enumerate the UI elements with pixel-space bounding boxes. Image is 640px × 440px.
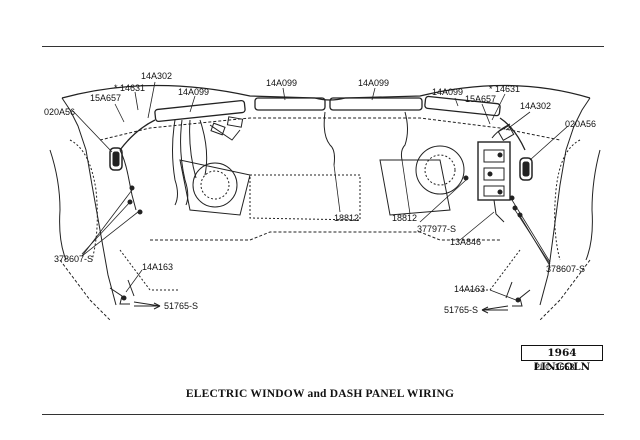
- label-14A099-center-left: 14A099: [266, 78, 297, 88]
- model-badge: 1964 LINCOLN: [521, 345, 603, 373]
- label-15A657-left: 15A657: [90, 93, 121, 103]
- bracket-right: [505, 281, 531, 307]
- label-14A302-left: 14A302: [141, 71, 172, 81]
- label-14A099-center-right: 14A099: [358, 78, 389, 88]
- instrument-panel-outline: [49, 84, 601, 321]
- label-378607-left: 378607-S: [54, 254, 93, 264]
- label-14631-right: * 14631: [489, 84, 520, 94]
- label-020A56-right: 020A56: [565, 119, 596, 129]
- left-branch-wires: [119, 116, 244, 211]
- label-51765-left: 51765-S: [164, 301, 198, 311]
- center-wires: [323, 111, 408, 166]
- label-14A163-left: 14A163: [142, 262, 173, 272]
- label-377977: 377977-S: [417, 224, 456, 234]
- label-18812-right: 18812: [392, 213, 417, 223]
- label-18812-left: 18812: [334, 213, 359, 223]
- arrows-51765: [133, 301, 509, 314]
- top-rule: [42, 46, 604, 47]
- diagram-caption: ELECTRIC WINDOW and DASH PANEL WIRING: [185, 388, 455, 400]
- label-020A56-left: 020A56: [44, 107, 75, 117]
- switch-bezel-right: [519, 157, 533, 181]
- fuse-block: [477, 141, 511, 223]
- label-51765-right: 51765-S: [444, 305, 478, 315]
- connector-right: [491, 123, 515, 142]
- leader-lines: [71, 81, 569, 301]
- bracket-left: [109, 279, 135, 305]
- screws-right: [463, 175, 523, 218]
- label-14A099-left: 14A099: [178, 87, 209, 97]
- label-14A302-right: 14A302: [520, 101, 551, 111]
- label-14A163-right: 14A163: [454, 284, 485, 294]
- label-15A657-right: 15A657: [465, 94, 496, 104]
- plate-number: PLC-1653: [534, 362, 575, 372]
- label-378607-right: 378607-S: [546, 264, 585, 274]
- label-14A099-right: 14A099: [432, 87, 463, 97]
- bottom-rule: [42, 414, 604, 415]
- label-14631-left: * 14631: [114, 83, 145, 93]
- main-harness: [119, 95, 526, 151]
- switch-bezel-left: [109, 147, 123, 171]
- screws-left: [127, 185, 143, 215]
- label-13A846: 13A846: [450, 237, 481, 247]
